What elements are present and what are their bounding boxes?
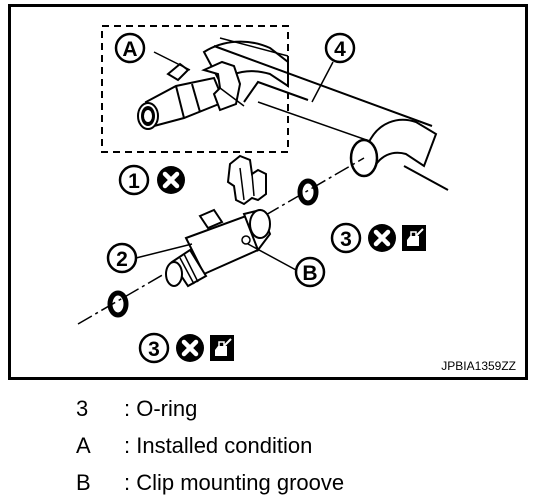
x-circle-icon bbox=[157, 166, 185, 194]
callout-3-upper-circle bbox=[330, 222, 362, 254]
callout-1: 1 bbox=[128, 170, 140, 193]
callout-3-lower: 3 bbox=[148, 338, 160, 361]
callout-b: B bbox=[302, 262, 317, 285]
callout-2-circle bbox=[106, 242, 138, 274]
fuel-tube bbox=[213, 45, 449, 191]
callout-3-upper: 3 bbox=[340, 228, 352, 251]
legend-key: 3 bbox=[76, 396, 89, 421]
leader-a bbox=[153, 51, 191, 71]
oil-can-icon bbox=[209, 334, 235, 362]
callout-a: A bbox=[122, 38, 137, 61]
legend-desc: : O-ring bbox=[124, 396, 198, 421]
leader-b bbox=[247, 243, 297, 271]
leader-4 bbox=[311, 61, 334, 103]
diagram-svg: A 4 1 2 B 3 3 JPBIA1359ZZ bbox=[8, 4, 528, 380]
callout-1-circle bbox=[118, 164, 150, 196]
x-circle-icon bbox=[368, 224, 396, 252]
callout-2: 2 bbox=[116, 248, 128, 271]
legend-desc: : Clip mounting groove bbox=[124, 470, 345, 495]
leader-2 bbox=[135, 243, 193, 259]
callout-a-circle bbox=[114, 32, 146, 64]
oil-can-icon bbox=[401, 224, 427, 252]
callout-4-circle bbox=[324, 32, 356, 64]
clip bbox=[226, 154, 267, 206]
legend-desc: : Installed condition bbox=[124, 433, 313, 458]
diagram-figure: A 4 1 2 B 3 3 JPBIA1359ZZ bbox=[8, 4, 528, 380]
callout-b-circle bbox=[294, 256, 326, 288]
x-circle-icon bbox=[176, 334, 204, 362]
detail-injector bbox=[137, 60, 245, 130]
fuel-injector bbox=[165, 208, 272, 288]
callout-3-lower-circle bbox=[138, 332, 170, 364]
legend-key: A bbox=[76, 433, 91, 458]
figure-code: JPBIA1359ZZ bbox=[441, 359, 516, 373]
legend-key: B bbox=[76, 470, 91, 495]
callout-4: 4 bbox=[334, 38, 346, 61]
